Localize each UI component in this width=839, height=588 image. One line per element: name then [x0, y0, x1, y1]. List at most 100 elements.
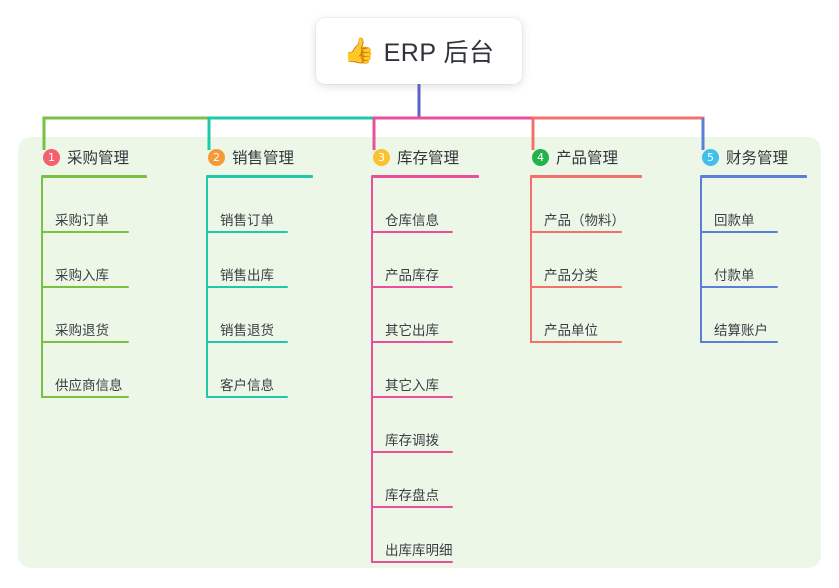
branch-item-label: 仓库信息	[385, 213, 439, 228]
branch-item-rule	[700, 341, 778, 343]
branch-item[interactable]: 采购订单	[41, 178, 147, 233]
branch-item[interactable]: 仓库信息	[371, 178, 479, 233]
branch-item-label: 采购退货	[55, 323, 109, 338]
branch-item-rule	[41, 231, 129, 233]
branch-header-2[interactable]: 2 销售管理	[206, 146, 313, 168]
branch-header-rule	[371, 175, 479, 178]
branch-item-list: 仓库信息产品库存其它出库其它入库库存调拨库存盘点出库库明细	[371, 178, 479, 563]
branch-item[interactable]: 付款单	[700, 233, 807, 288]
branch-item-label: 出库库明细	[385, 543, 453, 558]
branch-header-4[interactable]: 4 产品管理	[530, 146, 642, 168]
branch-item-rule	[700, 286, 778, 288]
branch-item-list: 回款单付款单结算账户	[700, 178, 807, 343]
branch-item[interactable]: 产品单位	[530, 288, 642, 343]
branch-column-1: 1 采购管理采购订单采购入库采购退货供应商信息	[41, 146, 147, 398]
branch-item-rule	[371, 286, 453, 288]
branch-item-label: 产品库存	[385, 268, 439, 283]
branch-item-rule	[530, 341, 622, 343]
branch-item[interactable]: 客户信息	[206, 343, 313, 398]
branch-item-label: 付款单	[714, 268, 755, 283]
branch-number-badge: 2	[208, 148, 225, 166]
root-title: ERP 后台	[383, 39, 495, 67]
branch-spine	[530, 178, 532, 343]
branch-item[interactable]: 结算账户	[700, 288, 807, 343]
branch-item-rule	[371, 396, 453, 398]
branch-number-badge: 4	[532, 148, 549, 166]
branch-item-rule	[700, 231, 778, 233]
branch-item-rule	[371, 231, 453, 233]
branch-item-label: 销售退货	[220, 323, 274, 338]
branch-number-badge: 5	[702, 148, 719, 166]
branch-item-label: 产品分类	[544, 268, 598, 283]
branch-title: 采购管理	[67, 150, 130, 167]
branch-item-label: 库存调拨	[385, 433, 439, 448]
branch-item[interactable]: 回款单	[700, 178, 807, 233]
branch-item-rule	[371, 506, 453, 508]
branch-item-label: 其它入库	[385, 378, 439, 393]
branch-number-badge: 3	[373, 148, 390, 166]
branch-item-list: 销售订单销售出库销售退货客户信息	[206, 178, 313, 398]
branch-item[interactable]: 其它入库	[371, 343, 479, 398]
branch-item-rule	[371, 341, 453, 343]
branch-header-rule	[530, 175, 642, 178]
branch-item-label: 客户信息	[220, 378, 274, 393]
branch-item[interactable]: 供应商信息	[41, 343, 147, 398]
branch-item-label: 销售订单	[220, 213, 274, 228]
branch-item[interactable]: 销售退货	[206, 288, 313, 343]
branch-item-label: 采购订单	[55, 213, 109, 228]
branch-item-label: 回款单	[714, 213, 755, 228]
branch-column-5: 5 财务管理回款单付款单结算账户	[700, 146, 807, 343]
branch-item[interactable]: 库存调拨	[371, 398, 479, 453]
branch-item-rule	[41, 286, 129, 288]
branch-item-label: 产品单位	[544, 323, 598, 338]
branch-item-rule	[206, 396, 288, 398]
branch-item-label: 销售出库	[220, 268, 274, 283]
branch-header-rule	[41, 175, 147, 178]
branch-column-3: 3 库存管理仓库信息产品库存其它出库其它入库库存调拨库存盘点出库库明细	[371, 146, 479, 563]
branch-number-badge: 1	[43, 148, 60, 166]
branch-column-4: 4 产品管理产品（物料） 产品分类产品单位	[530, 146, 642, 343]
branch-item-label: 其它出库	[385, 323, 439, 338]
branch-item[interactable]: 采购退货	[41, 288, 147, 343]
branch-column-2: 2 销售管理销售订单销售出库销售退货客户信息	[206, 146, 313, 398]
branch-item-label: 供应商信息	[55, 378, 123, 393]
thumbs-up-icon: 👍	[343, 36, 375, 65]
branch-header-3[interactable]: 3 库存管理	[371, 146, 479, 168]
branch-item-rule	[206, 286, 288, 288]
branch-item[interactable]: 产品分类	[530, 233, 642, 288]
root-node-card[interactable]: 👍 ERP 后台	[316, 18, 522, 84]
branch-item-label: 库存盘点	[385, 488, 439, 503]
branch-item-list: 产品（物料） 产品分类产品单位	[530, 178, 642, 343]
branch-header-rule	[700, 175, 807, 178]
branch-item-label: 产品（物料）	[544, 213, 625, 228]
branch-title: 财务管理	[726, 150, 789, 167]
branch-item[interactable]: 其它出库	[371, 288, 479, 343]
branch-title: 销售管理	[232, 150, 295, 167]
branch-title: 产品管理	[556, 150, 619, 167]
branch-header-1[interactable]: 1 采购管理	[41, 146, 147, 168]
branch-item-rule	[371, 451, 453, 453]
diagram-panel	[18, 137, 821, 568]
branch-item[interactable]: 产品（物料）	[530, 178, 642, 233]
branch-item-rule	[530, 286, 622, 288]
branch-item-rule	[371, 561, 453, 563]
branch-item-rule	[206, 231, 288, 233]
branch-spine	[41, 178, 43, 398]
branch-item[interactable]: 销售出库	[206, 233, 313, 288]
branch-spine	[700, 178, 702, 343]
branch-header-rule	[206, 175, 313, 178]
branch-item[interactable]: 销售订单	[206, 178, 313, 233]
branch-item[interactable]: 采购入库	[41, 233, 147, 288]
branch-item-rule	[206, 341, 288, 343]
branch-item-rule	[41, 341, 129, 343]
branch-spine	[371, 178, 373, 563]
branch-spine	[206, 178, 208, 398]
branch-header-5[interactable]: 5 财务管理	[700, 146, 807, 168]
branch-title: 库存管理	[397, 150, 460, 167]
branch-item[interactable]: 库存盘点	[371, 453, 479, 508]
branch-item-label: 结算账户	[714, 323, 768, 338]
branch-item-list: 采购订单采购入库采购退货供应商信息	[41, 178, 147, 398]
branch-item[interactable]: 出库库明细	[371, 508, 479, 563]
branch-item-label: 采购入库	[55, 268, 109, 283]
branch-item[interactable]: 产品库存	[371, 233, 479, 288]
